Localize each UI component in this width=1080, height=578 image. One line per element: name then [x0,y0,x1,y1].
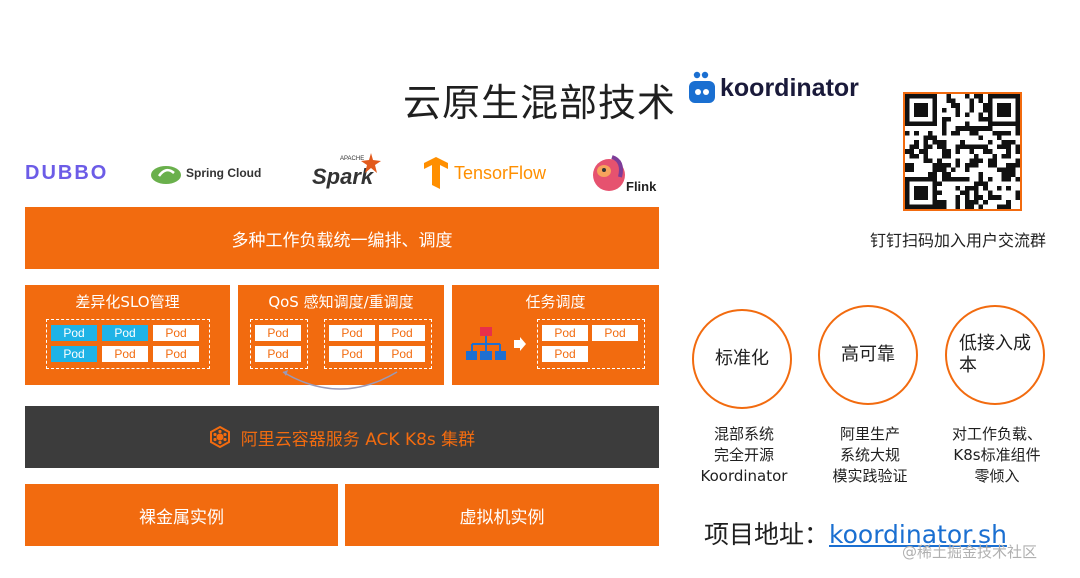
spring-cloud-wordmark: Spring Cloud [186,166,262,180]
dubbo-wordmark: DUBBO [25,162,109,184]
qr-code [903,92,1022,211]
feature-label: 高可靠 [841,344,895,365]
desc-line: 混部系统 [713,425,774,443]
desc-line: 零倾入 [974,467,1020,485]
arrow-right-icon [514,337,526,351]
koordinator-logo: koordinator [688,70,859,106]
feature-low-cost-circle: 低接入成 本 [945,305,1045,405]
tensorflow-logo: TensorFlow [420,157,546,189]
ack-cluster-label: 阿里云容器服务 ACK K8s 集群 [240,429,476,450]
tensorflow-wordmark: TensorFlow [454,162,547,183]
desc-line: 模实践验证 [832,467,908,485]
koordinator-wordmark: koordinator [720,73,859,102]
task-scheduling-panel: 任务调度 Pod Pod Pod [452,285,659,385]
ack-cluster-bar: 阿里云容器服务 ACK K8s 集群 [25,406,659,468]
pod: Pod [379,325,425,341]
project-address-label: 项目地址： [704,520,830,549]
desc-line: 对工作负载、 [951,425,1042,443]
page-title: 云原生混部技术 [403,81,677,125]
koordinator-icon [689,71,715,103]
desc-line: 完全开源 [713,446,774,464]
pod: Pod [102,325,148,341]
pod: Pod [592,325,638,341]
pod: Pod [542,325,588,341]
feature-label-line: 本 [959,355,977,376]
qos-panel-title: QoS 感知调度/重调度 [268,293,414,311]
desc-line: 系统大规 [839,446,900,464]
pod: Pod [51,346,97,362]
flink-squirrel-icon [593,155,625,191]
task-pod-group: Pod Pod Pod [537,319,645,369]
spark-star-icon [361,153,381,173]
qr-code-image [905,94,1020,209]
feature-label: 低接入成 本 [959,333,1031,377]
project-address: 项目地址： koordinator.sh [704,515,1007,551]
desc-line: K8s标准组件 [953,446,1041,464]
feature-low-cost-desc: 对工作负载、 K8s标准组件 零倾入 [935,424,1059,487]
spark-wordmark: Spark [312,164,374,189]
pod: Pod [255,325,301,341]
vm-instance-bar: 虚拟机实例 [345,484,659,546]
pod: Pod [102,346,148,362]
feature-standardized-circle: 标准化 [692,309,792,409]
workload-orchestration-bar: 多种工作负载统一编排、调度 [25,207,659,269]
qos-scheduling-panel: QoS 感知调度/重调度 Pod Pod Pod Pod Pod Pod [238,285,444,385]
feature-standardized-desc: 混部系统 完全开源 Koordinator [692,424,796,487]
desc-line: 阿里生产 [839,425,900,443]
spark-logo: APACHE Spark [310,152,382,192]
qos-pod-group-right: Pod Pod Pod Pod [324,319,432,369]
qos-pod-group-left: Pod Pod [250,319,308,369]
container-service-icon [209,426,230,448]
feature-reliable-desc: 阿里生产 系统大规 模实践验证 [818,424,922,487]
workload-orchestration-label: 多种工作负载统一编排、调度 [231,230,453,251]
watermark: @稀土掘金技术社区 [902,543,1038,561]
reschedule-arc [282,370,398,390]
bare-metal-instance-label: 裸金属实例 [139,507,224,528]
flink-logo: Flink [590,153,662,197]
pod: Pod [379,346,425,362]
spark-apache-text: APACHE [340,156,365,162]
vm-instance-label: 虚拟机实例 [459,507,545,528]
pod: Pod [329,325,375,341]
slo-panel-title: 差异化SLO管理 [75,293,180,311]
dubbo-logo: DUBBO [25,162,108,185]
slo-pod-group: Pod Pod Pod Pod Pod Pod [46,319,210,369]
desc-line: Koordinator [700,467,788,485]
spring-cloud-icon [151,166,181,184]
hierarchy-icon [466,327,506,360]
project-address-link[interactable]: koordinator.sh [829,520,1007,549]
pod: Pod [153,325,199,341]
spring-cloud-logo: Spring Cloud [150,161,261,185]
feature-label-line: 低接入成 [959,333,1031,354]
pod: Pod [255,346,301,362]
pod: Pod [542,346,588,362]
qr-caption: 钉钉扫码加入用户交流群 [870,231,1047,250]
pod: Pod [329,346,375,362]
flink-wordmark: Flink [626,179,657,194]
pod: Pod [51,325,97,341]
tensorflow-icon [424,157,448,189]
bare-metal-instance-bar: 裸金属实例 [25,484,338,546]
feature-reliable-circle: 高可靠 [818,305,918,405]
feature-label: 标准化 [715,348,769,369]
pod: Pod [153,346,199,362]
task-panel-title: 任务调度 [525,293,586,311]
slo-management-panel: 差异化SLO管理 Pod Pod Pod Pod Pod Pod [25,285,230,385]
